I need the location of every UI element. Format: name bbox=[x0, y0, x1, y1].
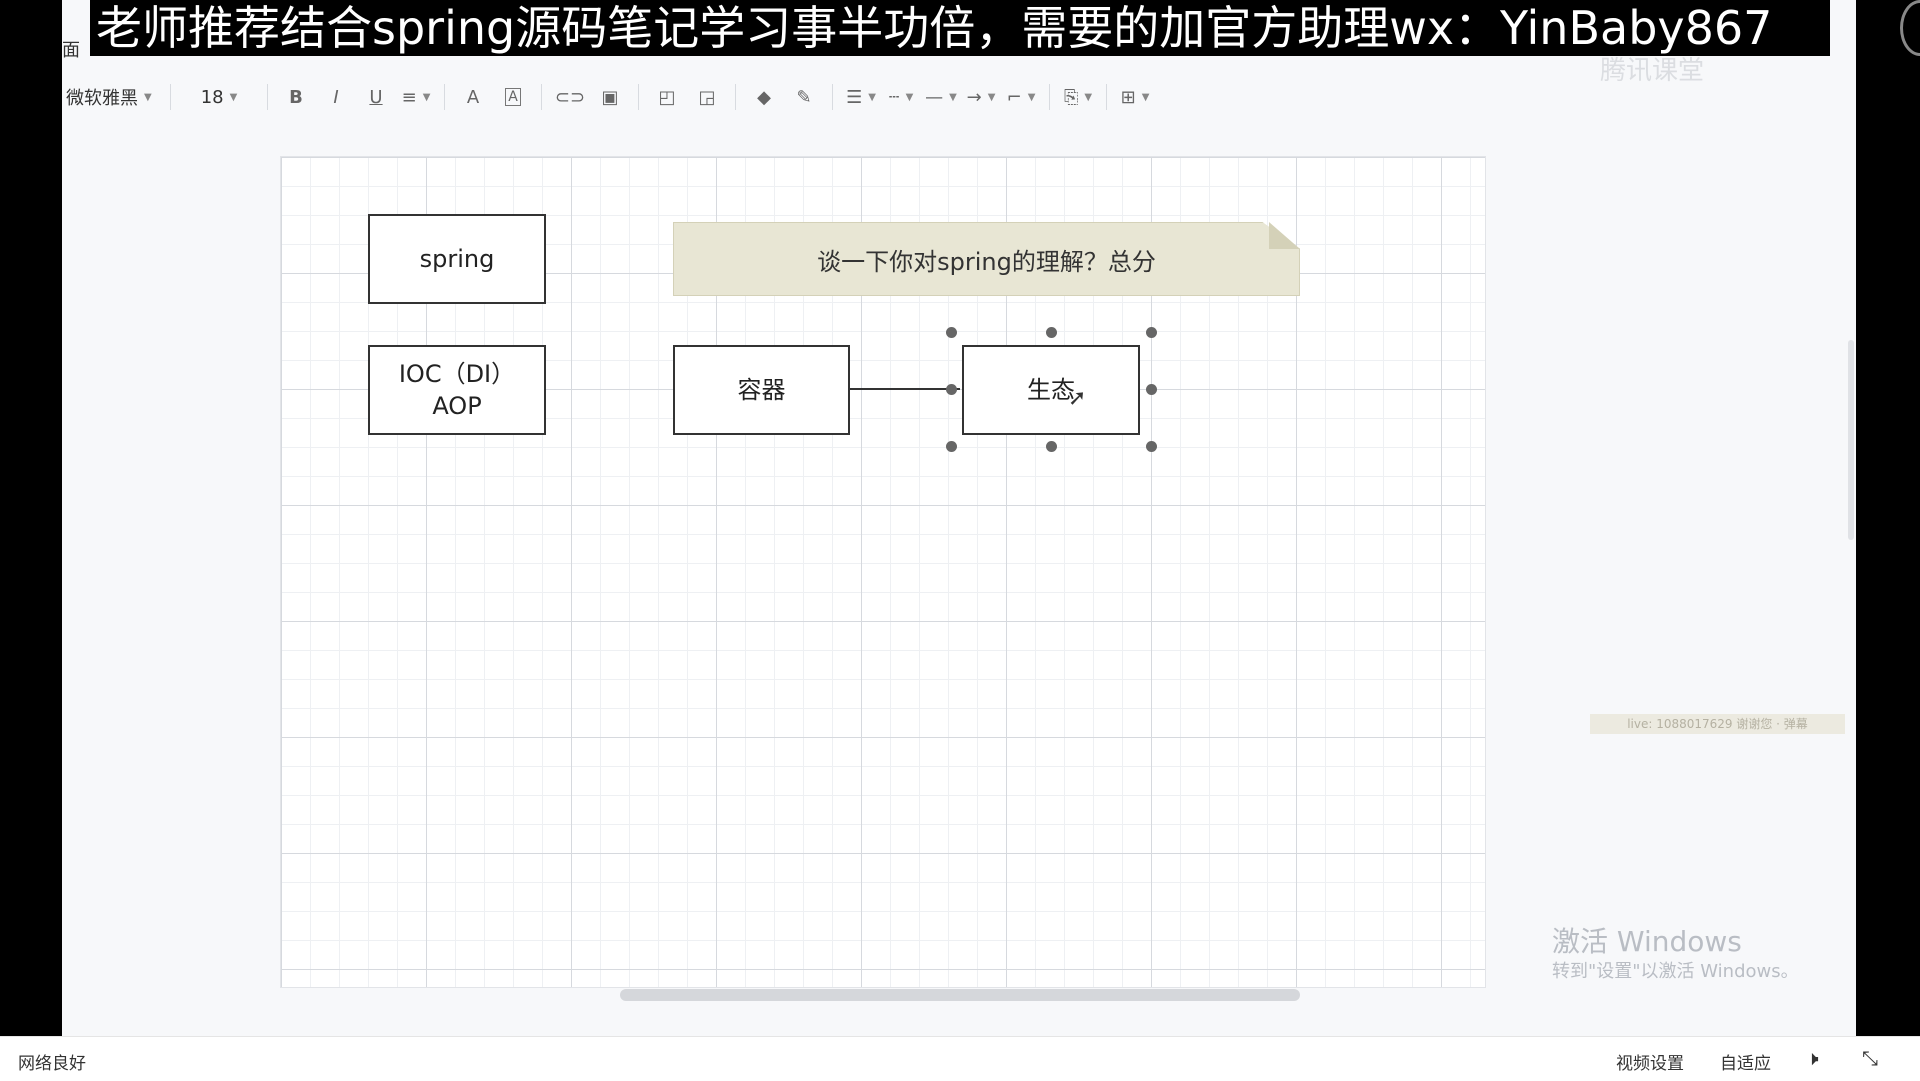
chevron-down-icon: ▼ bbox=[422, 91, 431, 103]
line-width-icon: ☰ bbox=[846, 86, 863, 108]
vertical-scrollbar[interactable] bbox=[1848, 340, 1854, 540]
send-back-icon: ◲ bbox=[698, 86, 716, 108]
chevron-down-icon: ▼ bbox=[868, 91, 876, 103]
italic-icon: I bbox=[333, 86, 339, 108]
promo-banner: 老师推荐结合spring源码笔记学习事半功倍，需要的加官方助理wx：YinBab… bbox=[90, 0, 1830, 56]
volume-icon[interactable]: 🕨 bbox=[1806, 1046, 1819, 1070]
toolbar-divider bbox=[541, 84, 542, 110]
connector-button[interactable]: ⌐▼ bbox=[1001, 80, 1041, 114]
image-icon: ▣ bbox=[601, 86, 619, 108]
menu-fragment: 面 bbox=[62, 40, 80, 61]
toolbar-divider bbox=[267, 84, 268, 110]
node-ecology-label: 生态 bbox=[1027, 376, 1075, 404]
note-label: 谈一下你对spring的理解？总分 bbox=[817, 247, 1156, 276]
network-status: 网络良好 bbox=[18, 1054, 86, 1074]
editor-toolbar: 微软雅黑▼ 18▼ B I U ≡▼ A A ⊂⊃ ▣ ◰ ◲ ◆ ✎ ☰▼ ┄… bbox=[62, 74, 1856, 120]
window-edge-icon bbox=[1900, 0, 1920, 56]
overlay-watermark: live: 1088017629 谢谢您 · 弹幕 bbox=[1590, 714, 1845, 734]
exit-fullscreen-icon[interactable]: ⤡ bbox=[1862, 1046, 1878, 1070]
align-icon: ≡ bbox=[401, 86, 417, 108]
chevron-down-icon: ▼ bbox=[987, 91, 996, 103]
toolbar-divider bbox=[1049, 84, 1050, 110]
chevron-down-icon: ▼ bbox=[1141, 91, 1150, 103]
paint-bucket-icon: ◆ bbox=[757, 86, 771, 108]
chevron-down-icon: ▼ bbox=[144, 91, 152, 103]
underline-button[interactable]: U bbox=[356, 80, 396, 114]
line-style-icon: ┄ bbox=[888, 86, 900, 108]
fit-screen-button[interactable]: 自适应 bbox=[1720, 1054, 1771, 1074]
resize-handle-se[interactable] bbox=[1146, 441, 1157, 452]
node-spring-label: spring bbox=[419, 245, 495, 273]
toolbar-divider bbox=[1106, 84, 1107, 110]
connector-line[interactable] bbox=[850, 384, 962, 394]
node-container[interactable]: 容器 bbox=[673, 345, 850, 435]
toolbar-divider bbox=[170, 84, 171, 110]
resize-handle-ne[interactable] bbox=[1146, 327, 1157, 338]
bring-front-button[interactable]: ◰ bbox=[647, 80, 687, 114]
format-painter-icon: ⎘ bbox=[1063, 86, 1079, 108]
link-icon: ⊂⊃ bbox=[554, 86, 586, 108]
pen-icon: ✎ bbox=[796, 86, 812, 108]
line-style-button[interactable]: ┄▼ bbox=[881, 80, 921, 114]
node-spring[interactable]: spring bbox=[368, 214, 546, 304]
activate-title: 激活 Windows bbox=[1552, 925, 1742, 958]
font-family-select[interactable]: 微软雅黑 ▼ bbox=[62, 80, 162, 114]
bold-button[interactable]: B bbox=[276, 80, 316, 114]
watermark-logo: 腾讯课堂 bbox=[1600, 56, 1705, 86]
node-ioc-aop[interactable]: IOC（DI） AOP bbox=[368, 345, 546, 435]
arrow-icon: → bbox=[966, 86, 982, 108]
line-icon: — bbox=[925, 86, 944, 108]
connector-icon: ⌐ bbox=[1006, 86, 1022, 108]
note-shape[interactable]: 谈一下你对spring的理解？总分 bbox=[673, 222, 1300, 296]
toolbar-divider bbox=[638, 84, 639, 110]
toolbar-divider bbox=[735, 84, 736, 110]
activate-subtitle: 转到"设置"以激活 Windows。 bbox=[1552, 961, 1799, 982]
activate-windows-watermark: 激活 Windows 转到"设置"以激活 Windows。 bbox=[1552, 924, 1799, 984]
bold-icon: B bbox=[289, 86, 303, 108]
toolbar-divider bbox=[832, 84, 833, 110]
send-back-button[interactable]: ◲ bbox=[687, 80, 727, 114]
chevron-down-icon: ▼ bbox=[229, 91, 238, 103]
node-aop-label: AOP bbox=[432, 392, 482, 420]
horizontal-scrollbar[interactable] bbox=[620, 989, 1300, 1001]
fill-color-button[interactable]: ◆ bbox=[744, 80, 784, 114]
node-container-label: 容器 bbox=[737, 376, 786, 404]
font-size-value: 18 bbox=[200, 86, 224, 108]
video-settings-button[interactable]: 视频设置 bbox=[1616, 1054, 1684, 1074]
font-color-icon: A bbox=[466, 86, 480, 108]
node-ecology[interactable]: 生态 bbox=[962, 345, 1140, 435]
resize-handle-n[interactable] bbox=[1046, 327, 1057, 338]
format-button[interactable]: ⎘▼ bbox=[1058, 80, 1098, 114]
line-width-button[interactable]: ☰▼ bbox=[841, 80, 881, 114]
chevron-down-icon: ▼ bbox=[905, 91, 914, 103]
font-color-button[interactable]: A bbox=[453, 80, 493, 114]
resize-handle-s[interactable] bbox=[1046, 441, 1057, 452]
chevron-down-icon: ▼ bbox=[1027, 91, 1036, 103]
align-button[interactable]: ≡▼ bbox=[396, 80, 436, 114]
italic-button[interactable]: I bbox=[316, 80, 356, 114]
chevron-down-icon: ▼ bbox=[1084, 91, 1093, 103]
line-type-button[interactable]: —▼ bbox=[921, 80, 961, 114]
mouse-pointer-icon: ➚ bbox=[1068, 386, 1087, 411]
font-bg-icon: A bbox=[505, 88, 521, 106]
table-button[interactable]: ⊞▼ bbox=[1115, 80, 1155, 114]
chevron-down-icon: ▼ bbox=[949, 91, 957, 103]
player-status-bar: 网络良好 视频设置 自适应 🕨 ⤡ bbox=[0, 1036, 1920, 1081]
image-button[interactable]: ▣ bbox=[590, 80, 630, 114]
resize-handle-nw[interactable] bbox=[946, 327, 957, 338]
bring-front-icon: ◰ bbox=[658, 86, 676, 108]
font-bg-button[interactable]: A bbox=[493, 80, 533, 114]
table-icon: ⊞ bbox=[1120, 86, 1136, 108]
resize-handle-e[interactable] bbox=[1146, 384, 1157, 395]
node-ioc-label: IOC（DI） bbox=[398, 360, 516, 388]
font-size-select[interactable]: 18 ▼ bbox=[179, 80, 259, 114]
line-color-button[interactable]: ✎ bbox=[784, 80, 824, 114]
toolbar-divider bbox=[444, 84, 445, 110]
arrow-button[interactable]: →▼ bbox=[961, 80, 1001, 114]
link-button[interactable]: ⊂⊃ bbox=[550, 80, 590, 114]
resize-handle-w[interactable] bbox=[946, 384, 957, 395]
resize-handle-sw[interactable] bbox=[946, 441, 957, 452]
underline-icon: U bbox=[369, 86, 383, 108]
font-family-value: 微软雅黑 bbox=[66, 88, 138, 109]
